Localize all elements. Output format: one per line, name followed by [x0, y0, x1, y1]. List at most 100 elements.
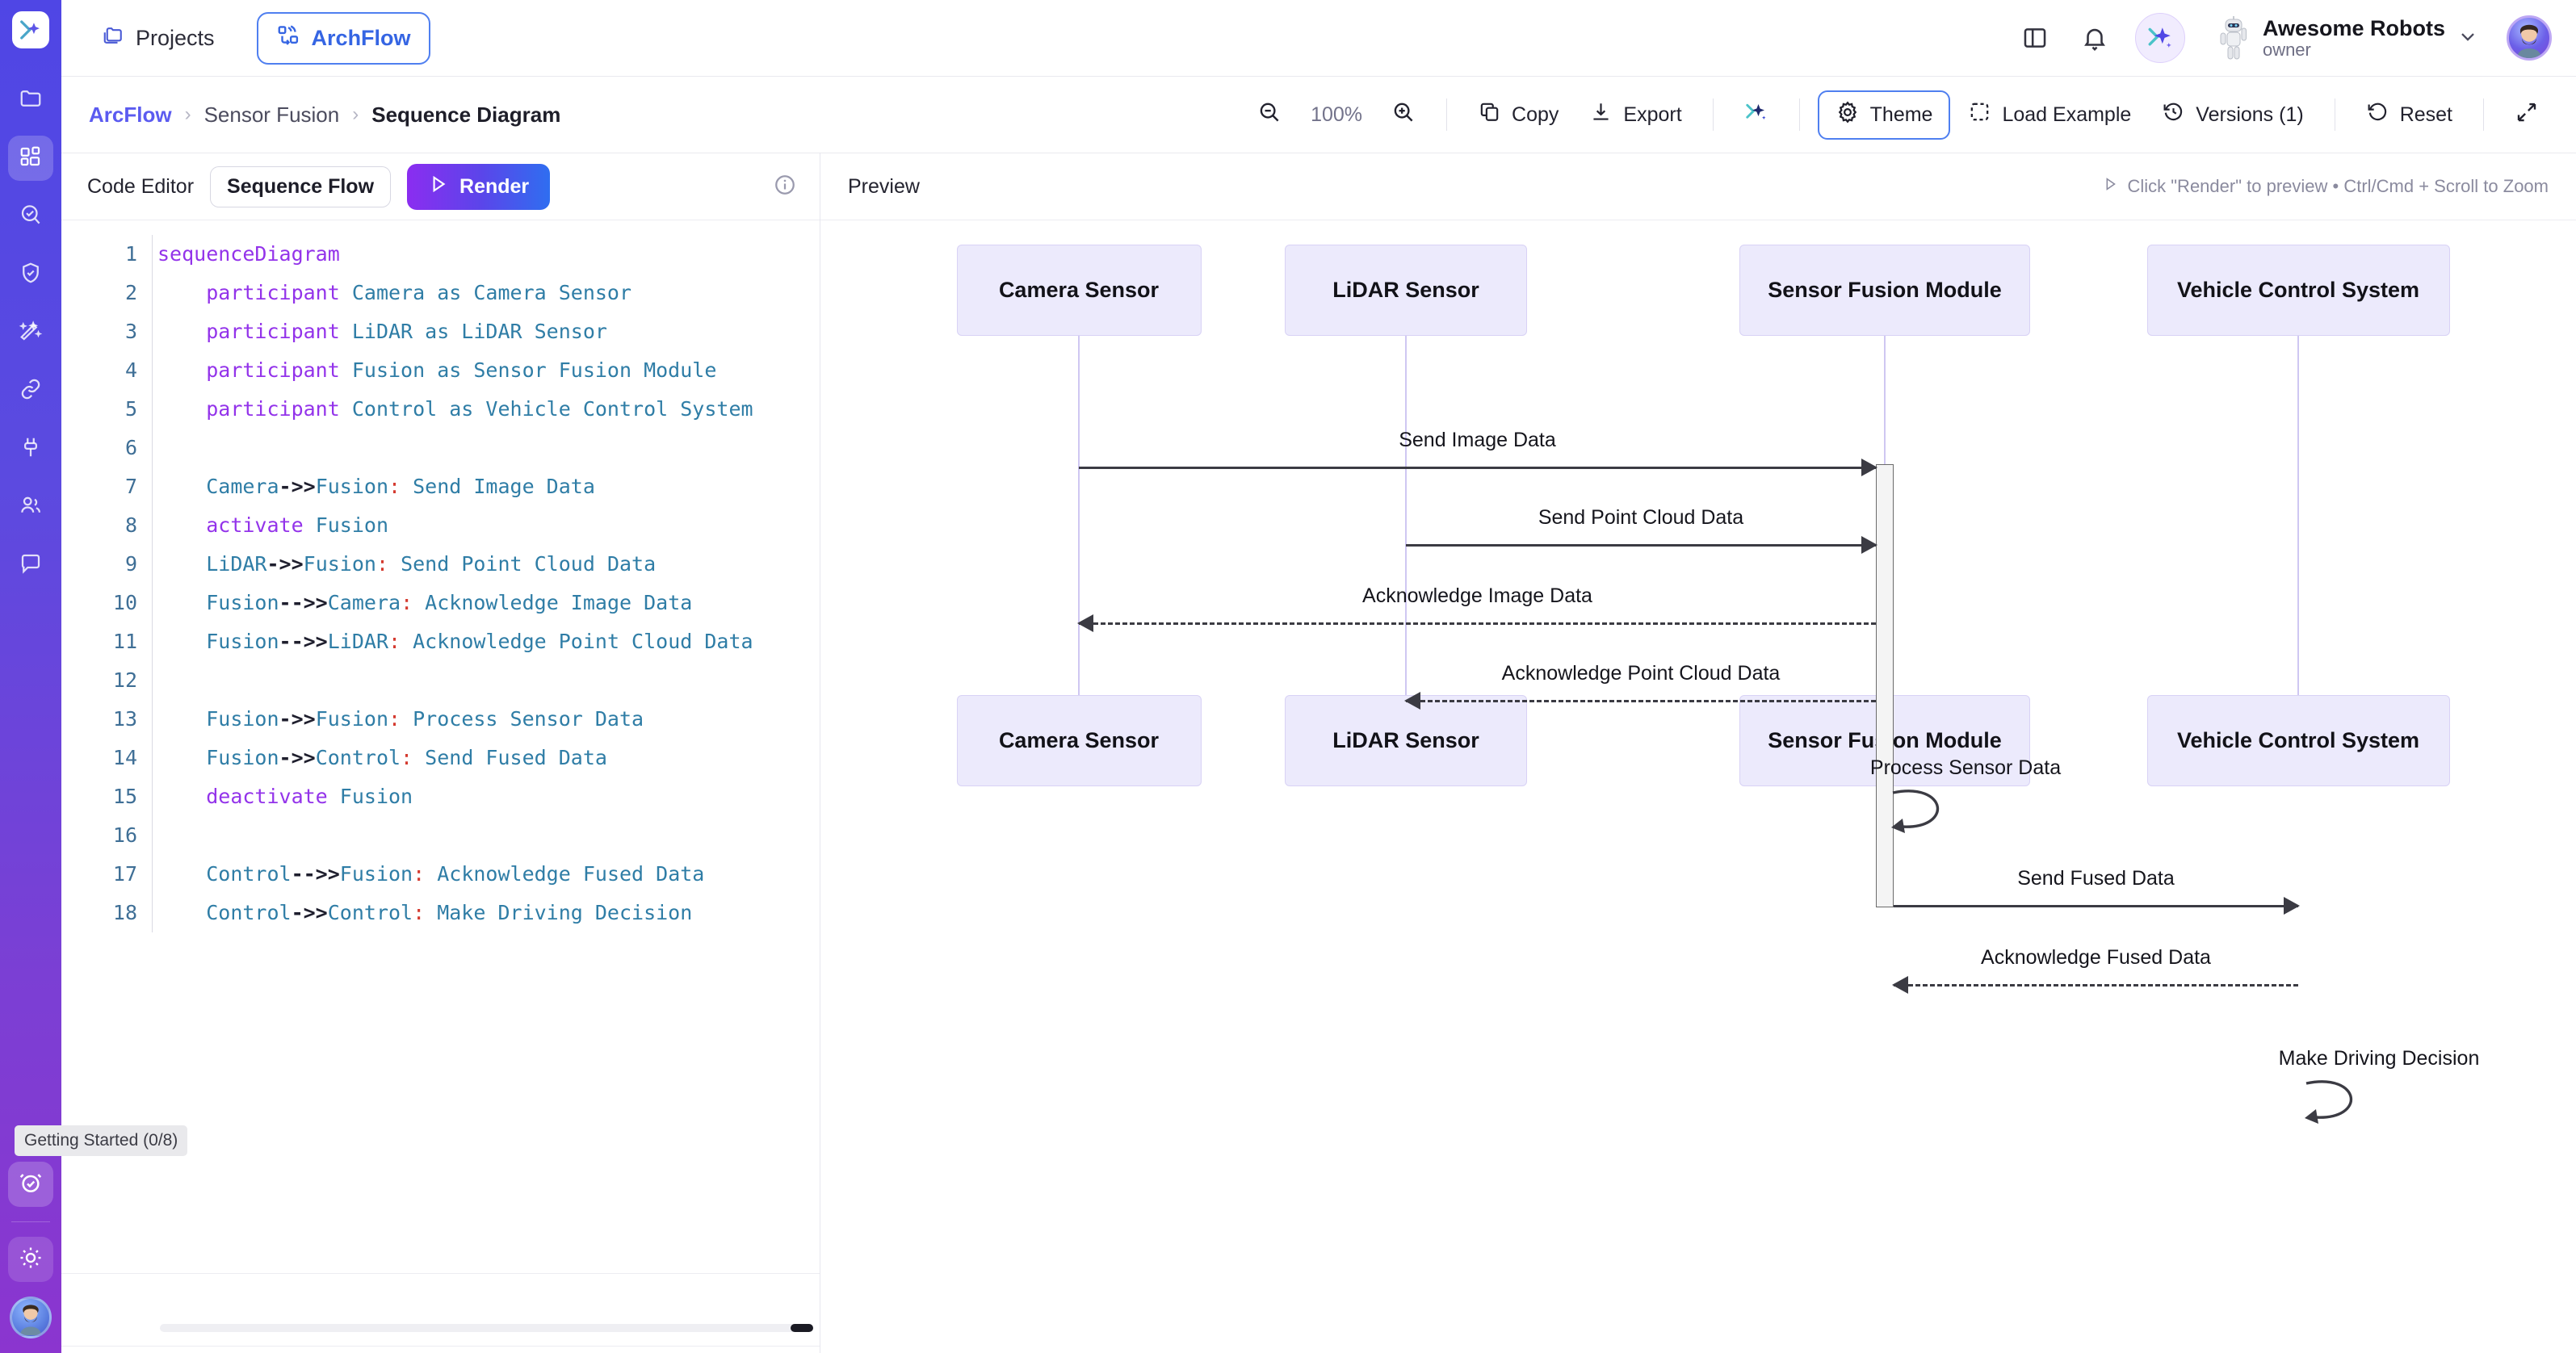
code-line[interactable] [157, 816, 820, 855]
sidebar-item-getting-started[interactable] [8, 1162, 53, 1207]
zoom-in-icon [1391, 100, 1416, 130]
message-label: Make Driving Decision [2278, 1047, 2480, 1070]
sidebar-item-ai-assist[interactable] [8, 310, 53, 355]
scrollbar-thumb[interactable] [791, 1324, 813, 1332]
fullscreen-button[interactable] [2502, 91, 2552, 139]
preview-hint-text: Click "Render" to preview • Ctrl/Cmd + S… [2127, 176, 2549, 196]
blocks-icon [19, 145, 43, 173]
code-line[interactable]: Camera->>Fusion: Send Image Data [157, 475, 595, 498]
breadcrumb-separator: › [352, 103, 359, 125]
code-line[interactable]: Fusion->>Fusion: Process Sensor Data [157, 707, 644, 731]
breadcrumb-project[interactable]: Sensor Fusion [203, 102, 340, 127]
code-line[interactable]: Fusion-->>LiDAR: Acknowledge Point Cloud… [157, 630, 753, 653]
line-number: 10 [112, 591, 137, 614]
code-line[interactable] [157, 661, 820, 700]
sidebar-item-integrations[interactable] [8, 368, 53, 413]
editor-horizontal-scrollbar[interactable] [160, 1324, 813, 1332]
code-line[interactable] [157, 429, 820, 467]
sidebar-item-diagrams[interactable] [8, 136, 53, 181]
code-line[interactable]: participant Control as Vehicle Control S… [206, 397, 753, 421]
theme-button[interactable]: Theme [1817, 90, 1951, 140]
reset-button[interactable]: Reset [2353, 91, 2465, 138]
activation-bar [1876, 464, 1894, 907]
sidebar-item-team[interactable] [8, 484, 53, 530]
rail-item-list [8, 77, 53, 588]
arrow-head [2284, 897, 2300, 915]
code-line[interactable]: Control-->>Fusion: Acknowledge Fused Dat… [157, 862, 705, 886]
message-arrow [1894, 984, 2298, 986]
sun-icon [19, 1246, 43, 1274]
participant-box-top[interactable]: Camera Sensor [956, 245, 1202, 336]
theme-toggle-button[interactable] [8, 1237, 53, 1282]
archflow-label: ArchFlow [311, 25, 411, 50]
zoom-out-button[interactable] [1244, 91, 1294, 139]
load-example-button[interactable]: Load Example [1955, 91, 2144, 138]
expand-icon [2515, 100, 2539, 130]
code-line[interactable]: participant LiDAR as LiDAR Sensor [206, 320, 607, 343]
lifeline [1078, 336, 1080, 695]
sidebar-item-security[interactable] [8, 252, 53, 297]
sidebar-item-plugins[interactable] [8, 426, 53, 471]
sidebar-item-projects[interactable] [8, 77, 53, 123]
panel-layout-icon[interactable] [2016, 19, 2054, 57]
code-line[interactable]: Control->>Control: Make Driving Decision [157, 901, 693, 924]
code-line[interactable]: Fusion-->>Camera: Acknowledge Image Data [157, 591, 693, 614]
participant-box-bottom[interactable]: LiDAR Sensor [1285, 695, 1527, 786]
sidebar-item-review[interactable] [8, 194, 53, 239]
line-number: 18 [112, 901, 137, 924]
preview-title: Preview [848, 174, 920, 198]
render-button[interactable]: Render [407, 163, 551, 210]
versions-button[interactable]: Versions (1) [2149, 91, 2316, 138]
export-button[interactable]: Export [1576, 91, 1694, 138]
magic-wand-icon [19, 319, 43, 347]
copy-button[interactable]: Copy [1465, 91, 1571, 138]
sidebar-item-comments[interactable] [8, 542, 53, 588]
play-outline-icon [2101, 175, 2119, 198]
message-label: Acknowledge Point Cloud Data [1501, 662, 1781, 685]
line-number: 16 [112, 823, 137, 847]
sequence-flow-chip[interactable]: Sequence Flow [210, 165, 392, 207]
app-logo-icon[interactable] [12, 11, 49, 48]
copy-icon [1478, 100, 1501, 129]
archflow-tab[interactable]: ArchFlow [256, 11, 430, 65]
bell-notification-icon[interactable] [2075, 19, 2114, 57]
toolbar-actions: 100% Copy [1244, 90, 2552, 140]
ai-sparkle-icon [1744, 100, 1768, 130]
reset-label: Reset [2399, 103, 2452, 126]
participant-box-top[interactable]: Sensor Fusion Module [1739, 245, 2030, 336]
user-avatar[interactable] [2507, 15, 2552, 61]
participant-box-bottom[interactable]: Vehicle Control System [2146, 695, 2450, 786]
ai-assist-button[interactable] [1731, 91, 1781, 139]
code-lines[interactable]: sequenceDiagram participant Camera as Ca… [152, 235, 820, 932]
zoom-in-button[interactable] [1378, 91, 1429, 139]
ai-sparkle-button[interactable] [2134, 13, 2185, 63]
info-circle-icon[interactable] [773, 173, 797, 201]
editor-header: Code Editor Sequence Flow Render [61, 153, 820, 220]
alarm-check-icon [18, 1170, 44, 1200]
robot-icon [2216, 15, 2251, 61]
breadcrumb-root[interactable]: ArcFlow [89, 102, 172, 127]
line-number: 2 [124, 281, 137, 304]
line-number: 13 [112, 707, 137, 731]
code-line[interactable]: sequenceDiagram [157, 242, 340, 266]
left-nav-rail: Getting Started (0/8) [0, 0, 188, 1353]
projects-button[interactable]: Projects [89, 15, 226, 61]
participant-box-top[interactable]: LiDAR Sensor [1285, 245, 1527, 336]
message-label: Send Point Cloud Data [1538, 506, 1744, 529]
code-line[interactable]: LiDAR->>Fusion: Send Point Cloud Data [157, 552, 657, 576]
toolbar-divider [2483, 98, 2484, 131]
code-line[interactable]: activate Fusion [206, 513, 388, 537]
rail-user-avatar[interactable] [10, 1296, 52, 1338]
arrow-head [1861, 536, 1877, 554]
code-line[interactable]: participant Camera as Camera Sensor [206, 281, 632, 304]
org-switcher[interactable]: Awesome Robots owner [2216, 15, 2479, 61]
code-line[interactable]: participant Fusion as Sensor Fusion Modu… [206, 358, 717, 382]
code-line[interactable]: deactivate Fusion [206, 785, 413, 808]
copy-label: Copy [1512, 103, 1559, 126]
code-line[interactable]: Fusion->>Control: Send Fused Data [157, 746, 607, 769]
participant-box-top[interactable]: Vehicle Control System [2146, 245, 2450, 336]
participant-box-bottom[interactable]: Camera Sensor [956, 695, 1202, 786]
